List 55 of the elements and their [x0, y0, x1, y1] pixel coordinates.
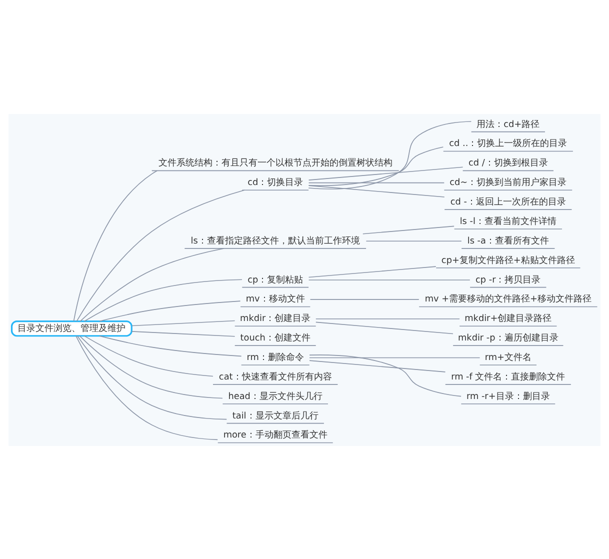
node-box: 目录文件浏览、管理及维护: [10, 320, 132, 336]
node-text: cd~：切换到当前用户家目录: [450, 178, 567, 188]
connector: [84, 335, 214, 376]
connector: [308, 279, 470, 280]
connector: [99, 335, 242, 356]
connector: [308, 184, 445, 197]
connector: [362, 225, 454, 234]
connector: [309, 360, 446, 372]
node-text: cp+复制文件路径+粘贴文件路径: [441, 255, 575, 266]
connector: [366, 240, 462, 242]
node-text: mv +需要移动的文件路径+移动文件路径: [424, 294, 592, 304]
connector: [309, 356, 480, 358]
node-text: head：显示文件头几行: [228, 391, 322, 402]
node-text: cd：切换目录: [248, 178, 304, 188]
connector: [308, 266, 436, 278]
connector: [309, 354, 462, 396]
connector: [131, 320, 236, 326]
node-text: rm -r+目录：删目录: [466, 391, 550, 402]
connector: [308, 146, 444, 186]
node-text: 文件系统结构：有且只有一个以根节点开始的倒置树状结构: [158, 158, 392, 168]
connector: [80, 248, 224, 322]
node-text: ls -l：查看当前文件详情: [460, 216, 556, 226]
node-text: more：手动翻页查看文件: [223, 430, 328, 440]
connector: [308, 120, 472, 189]
connector: [79, 335, 223, 398]
connector: [99, 300, 241, 322]
node-text: rm：删除命令: [246, 352, 304, 363]
node-text: rm+文件名: [484, 352, 532, 363]
node-text: mv：移动文件: [246, 294, 305, 304]
connector: [131, 330, 236, 336]
node-text: cat：快速查看文件所有内容: [218, 372, 332, 382]
node-text: touch：创建文件: [240, 333, 310, 344]
node-text: ls：查看指定路径文件，默认当前工作环境: [190, 236, 360, 246]
connector: [76, 335, 228, 420]
node-text: mkdir+创建目录路径: [464, 314, 552, 324]
connector: [316, 318, 460, 319]
connector: [316, 321, 454, 334]
node-text: cd /：切换到根目录: [468, 158, 548, 168]
node-text: ls -a：查看所有文件: [467, 236, 549, 246]
connector: [76, 189, 245, 322]
connector: [308, 166, 464, 180]
node-text: cd -：返回上一次所在的目录: [450, 197, 566, 208]
connector: [308, 182, 445, 183]
connector: [76, 335, 218, 440]
node-text: 用法：cd+路径: [476, 119, 540, 130]
node-text: cp -r：拷贝目录: [476, 274, 541, 285]
connector: [84, 278, 242, 322]
node-text: cd ..：切换上一级所在的目录: [449, 138, 568, 149]
connector: [73, 170, 158, 321]
node-text: rm -f 文件名：直接删除文件: [451, 372, 566, 382]
node-text: mkdir：创建目录: [240, 314, 311, 324]
node-text: cp：复制粘贴: [248, 274, 304, 285]
connector: [310, 298, 420, 300]
node-text: tail：显示文章后几行: [232, 410, 318, 421]
node-text: mkdir -p：遍历创建目录: [458, 333, 558, 344]
